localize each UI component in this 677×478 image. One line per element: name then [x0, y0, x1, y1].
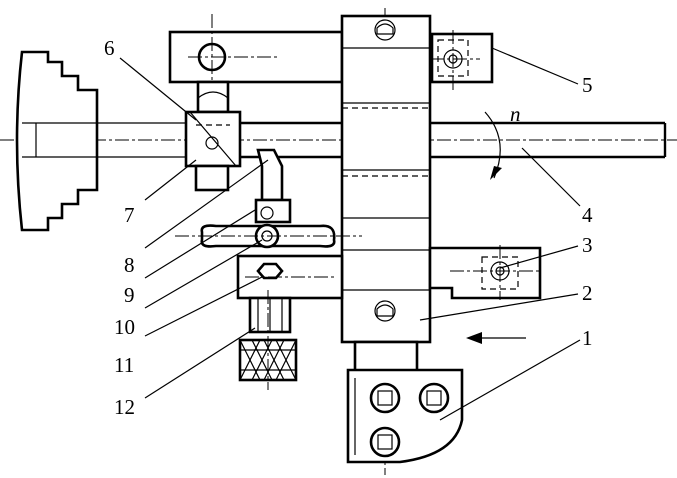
- tool-holder-post: [184, 80, 242, 192]
- lower-slide: [236, 254, 344, 300]
- rotation-label: n: [510, 102, 521, 126]
- callout-6: 6: [104, 36, 115, 60]
- clamp-block-3: [428, 245, 542, 300]
- callout-labels: 1 2 3 4 5 6 7 8 9 10 11 12: [104, 36, 593, 419]
- callout-3: 3: [582, 233, 593, 257]
- feed-direction-arrow: [466, 332, 526, 344]
- callout-1: 1: [582, 326, 593, 350]
- upper-arm: [168, 14, 344, 100]
- callout-12: 12: [114, 395, 135, 419]
- adjusting-knob: [238, 290, 298, 390]
- callout-10: 10: [114, 315, 135, 339]
- cutting-tool: [256, 148, 284, 202]
- callout-4: 4: [582, 203, 593, 227]
- bottom-bracket: [346, 340, 464, 464]
- callout-2: 2: [582, 281, 593, 305]
- wing-handle: [175, 198, 362, 249]
- callout-9: 9: [124, 283, 135, 307]
- callout-5: 5: [582, 73, 593, 97]
- callout-8: 8: [124, 253, 135, 277]
- callout-7: 7: [124, 203, 135, 227]
- workpiece-shaft: [35, 121, 667, 159]
- leader-lines: [119, 47, 581, 421]
- lathe-chuck: [15, 50, 186, 232]
- rotation-indicator: n: [484, 102, 521, 180]
- callout-11: 11: [114, 353, 134, 377]
- main-carriage: [340, 14, 432, 344]
- clamp-block-5: [430, 30, 494, 92]
